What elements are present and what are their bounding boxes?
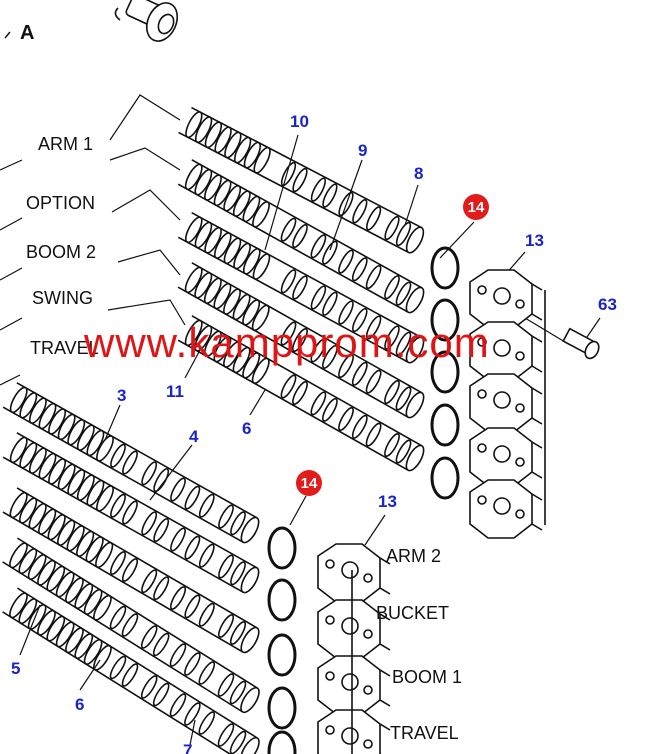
spool-travel-lower bbox=[2, 537, 260, 714]
spool-arm1 bbox=[178, 106, 425, 254]
o-ring-lower bbox=[267, 578, 297, 622]
label-swing: SWING bbox=[32, 288, 93, 308]
spool-option bbox=[177, 159, 425, 314]
part-number-6-lower: 6 bbox=[75, 695, 85, 714]
label-travel-upper: TRAVEL bbox=[30, 338, 99, 358]
o-ring-upper bbox=[430, 456, 460, 500]
o-ring-lower bbox=[267, 730, 297, 754]
spool-extra bbox=[2, 587, 260, 754]
part-number-6-upper: 6 bbox=[242, 419, 252, 438]
label-bucket: BUCKET bbox=[376, 603, 450, 623]
spool-bucket bbox=[2, 432, 260, 594]
cover-upper bbox=[469, 479, 543, 539]
label-travel-lower: TRAVEL bbox=[390, 723, 459, 743]
spool-travel-upper bbox=[177, 315, 425, 472]
part-number-8: 8 bbox=[414, 164, 424, 183]
leader-arm1 bbox=[109, 94, 181, 141]
spool-boom2 bbox=[177, 211, 425, 364]
leader-left-1 bbox=[0, 159, 23, 171]
part-number-7: 7 bbox=[183, 741, 193, 754]
part-number-3: 3 bbox=[117, 386, 127, 405]
leader-swing bbox=[107, 299, 186, 326]
view-label: A bbox=[20, 22, 35, 44]
part-number-13-upper: 13 bbox=[525, 231, 544, 250]
o-ring-upper bbox=[430, 298, 460, 342]
screw-part bbox=[562, 327, 600, 360]
highlight-badge-14-lower: 14 bbox=[296, 470, 322, 496]
part-number-9: 9 bbox=[358, 141, 368, 160]
o-ring-lower bbox=[267, 633, 297, 677]
part-number-13-lower: 13 bbox=[378, 492, 397, 511]
part-number-10: 10 bbox=[290, 112, 309, 131]
o-ring-upper bbox=[430, 403, 460, 447]
label-boom1: BOOM 1 bbox=[392, 667, 463, 687]
cover-lower bbox=[317, 655, 391, 715]
o-ring-upper bbox=[430, 246, 460, 290]
part-number-4: 4 bbox=[189, 427, 199, 446]
spool-arm2 bbox=[2, 382, 260, 544]
cover-upper bbox=[469, 427, 543, 487]
part-number-11: 11 bbox=[166, 382, 184, 401]
leader-arm1-b bbox=[109, 147, 181, 171]
label-option: OPTION bbox=[26, 193, 96, 213]
watermark-text: www.kampprom.com bbox=[84, 319, 490, 366]
o-ring-lower bbox=[267, 686, 297, 730]
o-ring-lower bbox=[267, 526, 297, 570]
o-ring-upper bbox=[430, 350, 460, 394]
cover-lower bbox=[317, 543, 391, 603]
spool-swing bbox=[177, 262, 425, 419]
label-boom2: BOOM 2 bbox=[26, 242, 97, 262]
label-arm2: ARM 2 bbox=[386, 546, 442, 566]
cover-upper bbox=[469, 269, 543, 329]
label-arm1: ARM 1 bbox=[38, 134, 94, 154]
highlight-badge-14-upper: 14 bbox=[463, 194, 489, 220]
part-number-5: 5 bbox=[11, 659, 21, 678]
cover-upper bbox=[469, 373, 543, 433]
plug-part bbox=[114, 0, 179, 42]
spool-boom1 bbox=[2, 487, 260, 654]
cover-lower bbox=[317, 599, 391, 659]
part-number-63: 63 bbox=[598, 295, 617, 314]
cover-upper bbox=[469, 321, 543, 381]
leader-option bbox=[111, 189, 181, 221]
cover-lower bbox=[317, 709, 391, 754]
leader-boom2 bbox=[117, 249, 181, 276]
